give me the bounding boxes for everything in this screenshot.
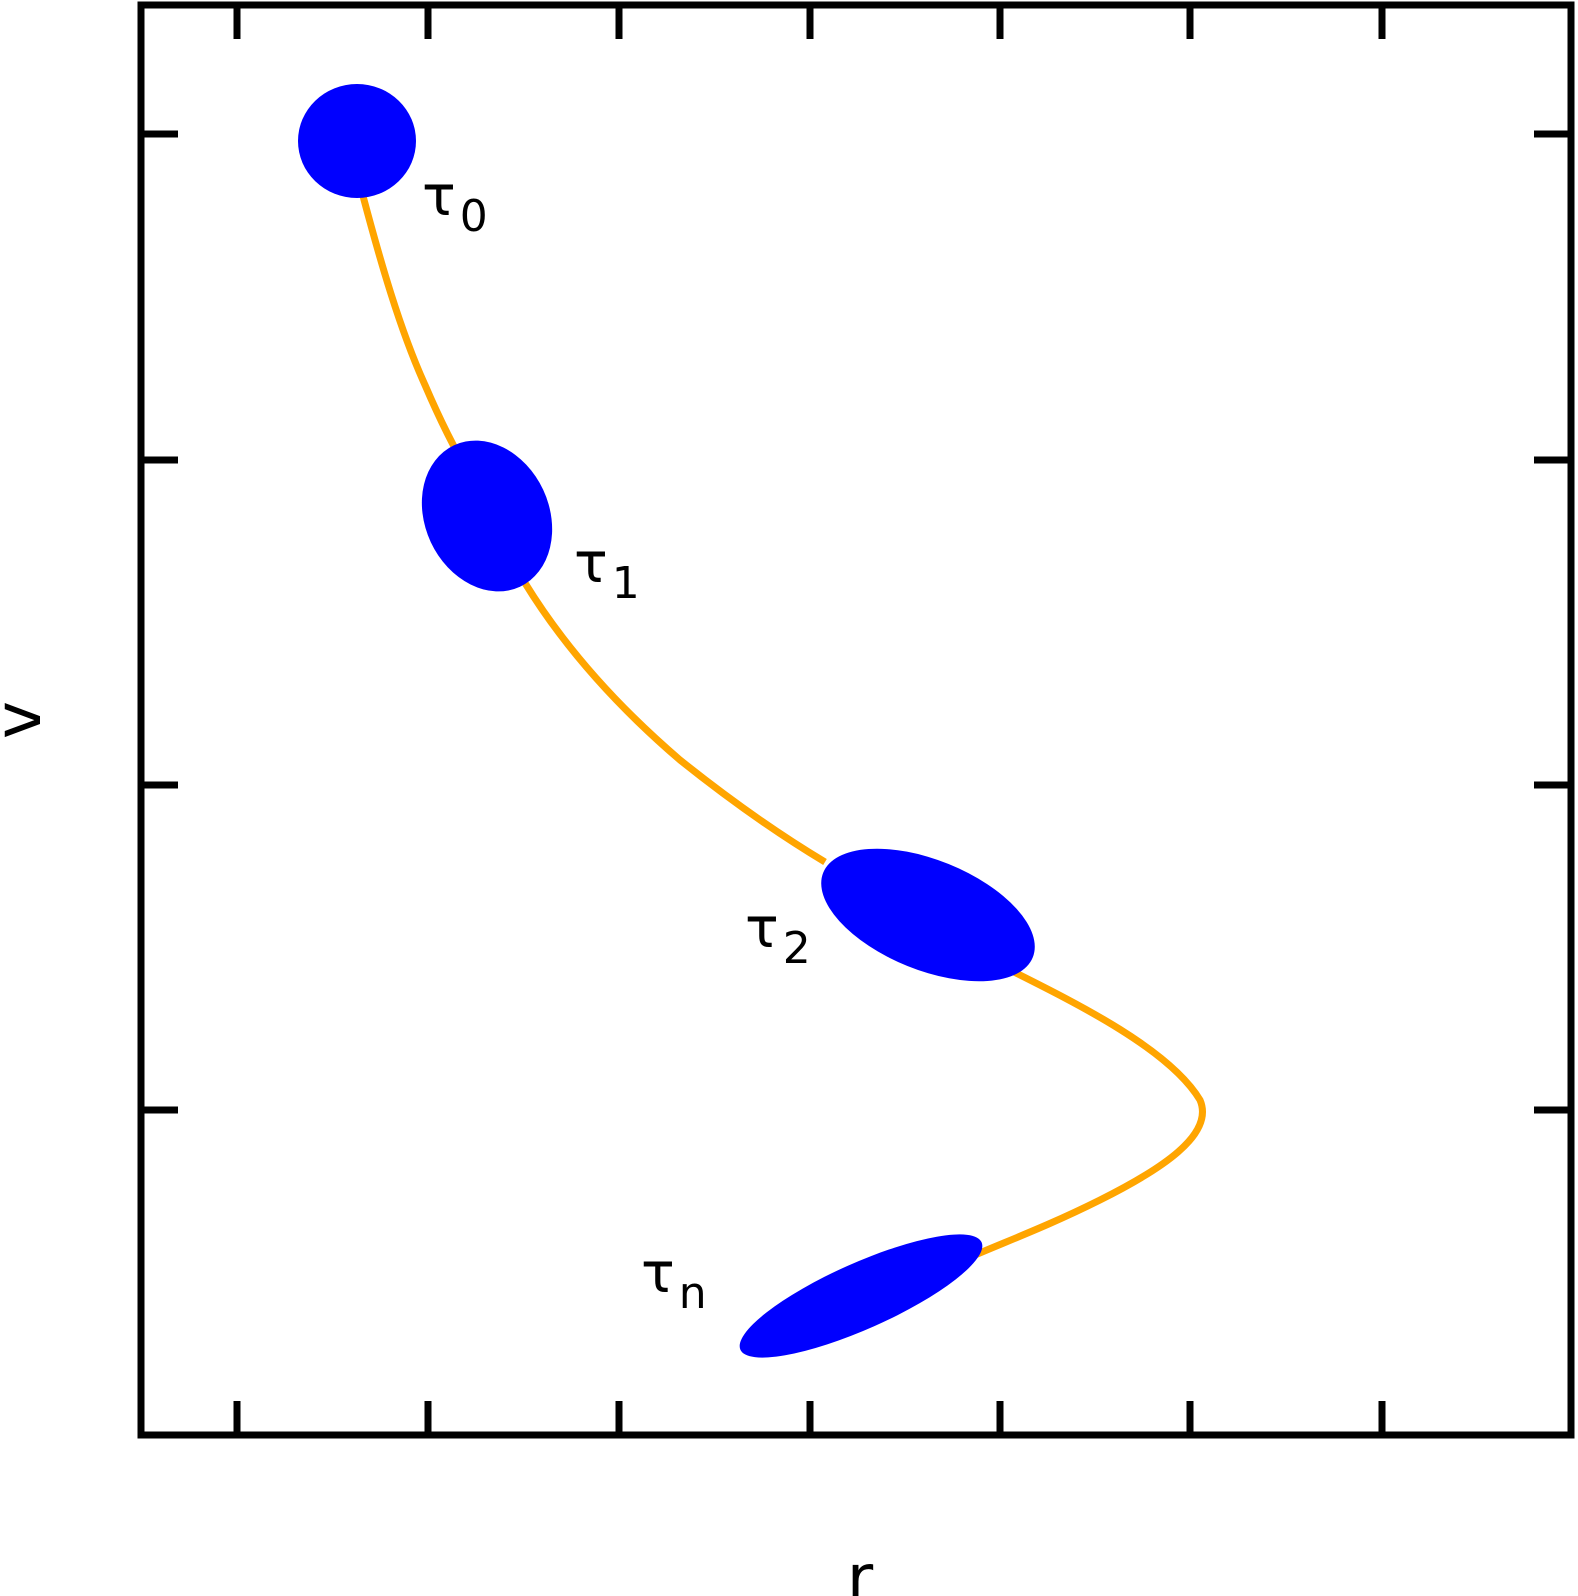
label-tau1: τ1 — [574, 531, 640, 609]
state-ellipse-taun — [739, 1234, 983, 1358]
trajectory-curve — [359, 195, 1206, 1259]
state-ellipse-tau2 — [821, 848, 1035, 982]
state-ellipse-tau0 — [298, 84, 416, 198]
x-axis-label: r — [847, 1542, 874, 1596]
label-tau2: τ2 — [745, 896, 811, 974]
label-tau0: τ0 — [422, 164, 488, 242]
label-taun: τn — [641, 1241, 707, 1319]
y-axis-label: v — [0, 701, 56, 739]
axes-frame — [137, 1, 1575, 1439]
state-ellipse-tau1 — [421, 440, 553, 592]
